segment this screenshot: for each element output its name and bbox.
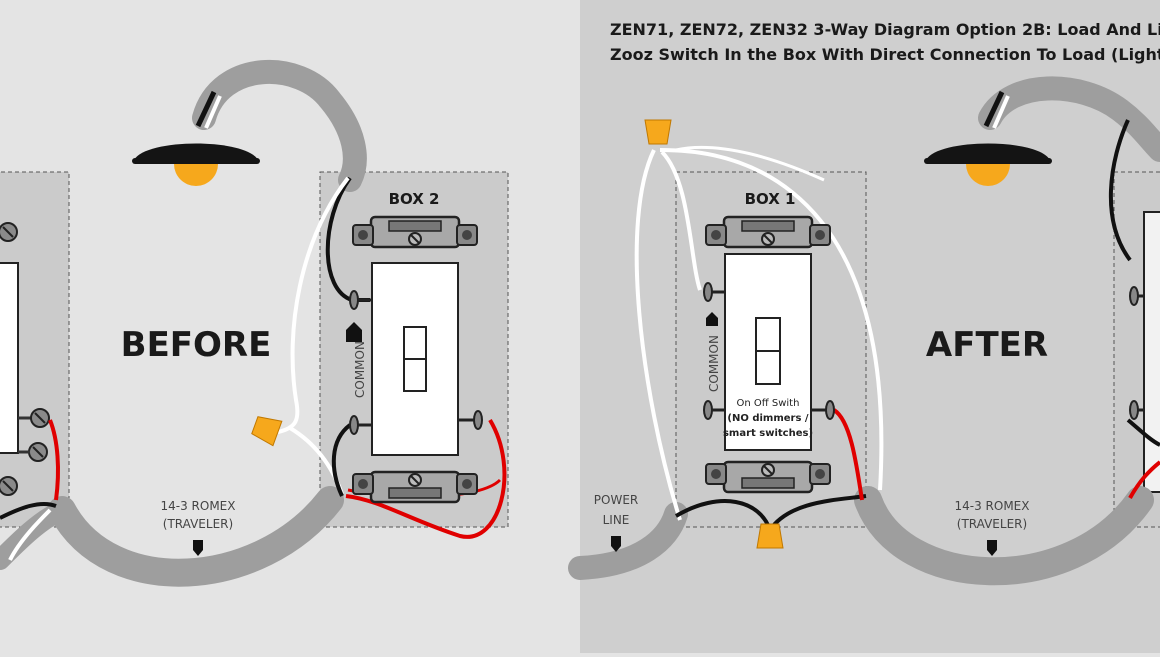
before-black-common — [325, 176, 370, 302]
after-common-label: COMMON — [707, 335, 721, 392]
after-red-traveler — [832, 408, 864, 501]
before-romex-traveler — [48, 486, 344, 587]
after-power-arrow-icon — [611, 536, 621, 552]
before-romex-arrow-icon — [193, 540, 203, 556]
after-heading: AFTER — [926, 325, 1048, 365]
after-romex-arrow-icon — [987, 540, 997, 556]
diagram-title-line2: Zooz Switch In the Box With Direct Conne… — [610, 45, 1160, 64]
after-romex-label-2: (TRAVELER) — [957, 517, 1027, 531]
before-romex-label-1: 14-3 ROMEX — [161, 499, 236, 513]
after-box-label: BOX 1 — [745, 190, 796, 208]
before-heading: BEFORE — [121, 325, 272, 365]
after-romex-traveler — [854, 486, 1154, 586]
before-romex-lamp — [192, 60, 367, 192]
after-power-label-2: LINE — [603, 513, 630, 527]
after-switch-note-3: smart switches) — [723, 428, 813, 439]
before-romex-label-2: (TRAVELER) — [163, 517, 233, 531]
after-romex-power — [568, 502, 688, 580]
after-switch-note-1: On Off Swith — [737, 398, 800, 409]
after-wire-nut-bottom — [756, 523, 784, 549]
diagram-title-line1: ZEN71, ZEN72, ZEN32 3-Way Diagram Option… — [610, 20, 1160, 39]
before-switch2 — [351, 215, 479, 504]
after-romex-label-1: 14-3 ROMEX — [955, 499, 1030, 513]
after-black-line — [674, 499, 772, 531]
after-white-neutral — [634, 149, 682, 521]
before-red-traveler — [345, 418, 507, 539]
after-wire-nut-top — [644, 119, 672, 145]
before-switch1-partial — [0, 262, 19, 454]
before-white-neutral — [277, 176, 350, 434]
after-switch2-partial — [1143, 211, 1160, 493]
before-common-label: COMMON — [353, 341, 367, 398]
after-power-label-1: POWER — [594, 493, 638, 507]
before-box-label: BOX 2 — [389, 190, 440, 208]
after-switch-note-2: (NO dimmers / — [727, 413, 808, 424]
after-switch1 — [704, 215, 832, 494]
